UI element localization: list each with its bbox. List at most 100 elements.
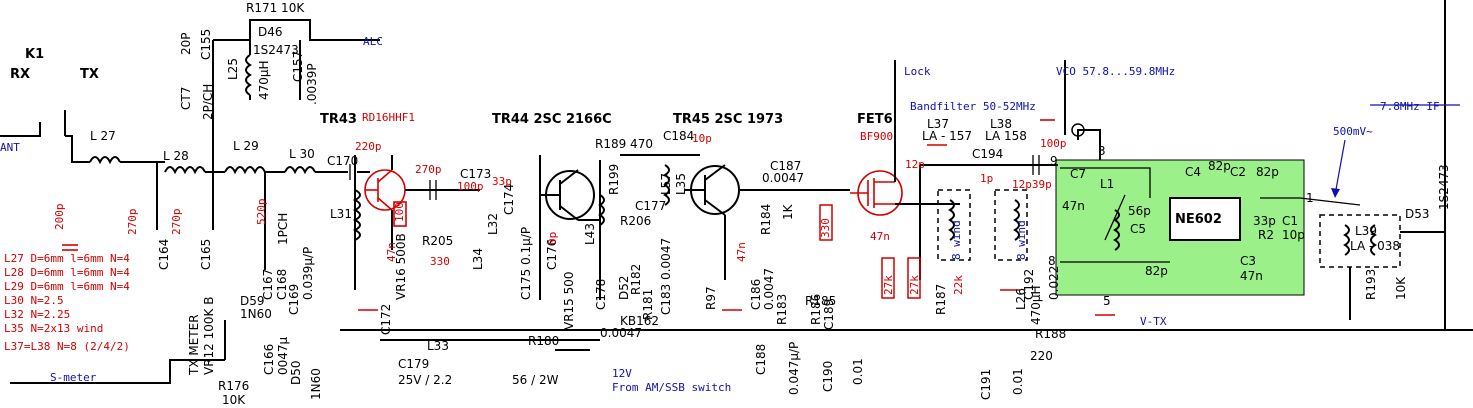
ic-label: NE602 — [1175, 212, 1222, 227]
l26-label: L26 — [1014, 288, 1028, 310]
red-value: 22k — [952, 275, 965, 295]
r199-label: R199 — [607, 164, 621, 195]
c186-label: C186 — [749, 279, 763, 310]
red-value: 330 — [819, 218, 832, 238]
r182-label: R182 — [629, 264, 643, 295]
red-value: 330 — [430, 255, 450, 268]
c169-val-label: 0.039μ/P — [301, 247, 315, 300]
pin9-label: 9 — [1050, 154, 1058, 168]
v12-from-label: From AM/SSB switch — [612, 381, 731, 394]
r97-label: R97 — [704, 286, 718, 310]
fet6-label: FET6 — [857, 112, 893, 127]
c3-label: C3 — [1240, 254, 1256, 268]
c179-label: C179 — [398, 357, 429, 371]
tx-label: TX — [80, 67, 99, 82]
coil-note: L32 N=2.25 — [4, 308, 70, 321]
c168-label: C168 — [275, 269, 289, 300]
c168-val-label: 1PCH — [276, 213, 290, 245]
r193-val-label: 10K — [1394, 276, 1408, 300]
d50-label: D50 — [289, 360, 303, 385]
r2-label: R2 — [1258, 228, 1274, 242]
vr16-label: VR16 500B — [394, 233, 408, 300]
c189-label: C189 — [822, 299, 836, 330]
r205-label: R205 — [422, 234, 453, 248]
c187-label: C187 — [770, 159, 801, 173]
relay-label: K1 — [25, 47, 44, 62]
tr43-label: TR43 — [320, 112, 357, 127]
d46-part-label: 1S2473 — [253, 43, 299, 57]
l27-label: L 27 — [90, 129, 116, 143]
red-value: 270p — [126, 209, 139, 236]
bandfilter-l38 — [994, 189, 1028, 261]
coil-note: L37=L38 N=8 (2/4/2) — [4, 340, 130, 353]
red-value: 10p — [692, 132, 712, 145]
c192-val-label: 0.022 — [1047, 266, 1061, 300]
l39-label: L39 — [1355, 224, 1377, 238]
r184-label: R184 — [759, 204, 773, 235]
c166-val-label: 0047μ — [276, 336, 290, 375]
c155-label: C155 — [199, 29, 213, 60]
if-level-arrow — [1334, 139, 1346, 196]
r181-label: R181 — [641, 289, 655, 320]
l43-label: L43 — [583, 223, 597, 245]
r188-label: R188 — [1035, 327, 1066, 341]
red-value: 100p — [457, 180, 484, 193]
tr43-sub-label: RD16HHF1 — [362, 111, 415, 124]
c7-label: C7 — [1070, 167, 1086, 181]
rx-label: RX — [10, 67, 30, 82]
c4-label: C4 — [1185, 165, 1201, 179]
red-value: 12p39p — [1012, 178, 1052, 191]
v12-label: 12V — [612, 367, 632, 380]
l31-label: L31 — [330, 207, 352, 221]
c3-val-label: 47n — [1240, 269, 1263, 283]
l39-box — [1319, 214, 1401, 268]
l26-val-label: 470μH — [1029, 285, 1043, 325]
tr45-label: TR45 2SC 1973 — [673, 112, 783, 127]
red-value: 100 — [393, 202, 406, 222]
coil-note: L28 D=6mm l=6mm N=4 — [4, 266, 130, 279]
r206-label: R206 — [620, 214, 651, 228]
l57-l35-coil — [663, 164, 670, 206]
red-value: 12p — [905, 158, 925, 171]
d53-part-label: 1S2473 — [1437, 164, 1451, 210]
red-value: 270p — [170, 209, 183, 236]
c166-label: C166 — [262, 344, 276, 375]
l1-label: L1 — [1100, 177, 1114, 191]
l25-label: L25 — [226, 58, 240, 80]
c165-label: C165 — [199, 239, 213, 270]
l30-label: L 30 — [289, 147, 315, 161]
l43-coil — [598, 194, 605, 226]
r2-val-label: 33p — [1253, 214, 1276, 228]
l38-label: L38 — [990, 117, 1012, 131]
c157-val-label: .0039P — [305, 63, 319, 105]
l33-label: L33 — [427, 339, 449, 353]
bandfilter-l37 — [937, 189, 971, 261]
ne602-ic — [1169, 197, 1241, 241]
c191-label: C191 — [979, 369, 993, 400]
red-value: 47n — [735, 242, 748, 262]
c188-val-label: 0.047μ/P — [787, 342, 801, 395]
r189-label: R189 470 — [595, 137, 653, 151]
fet6-sub-label: BF900 — [860, 130, 893, 143]
r56-label: 56 / 2W — [512, 373, 559, 387]
c157-label: C157 — [291, 51, 305, 82]
tx-meter-label: TX METER — [187, 314, 201, 376]
c169-label: C169 — [287, 284, 301, 315]
ant-label: ANT — [0, 141, 20, 154]
red-value: 520p — [255, 199, 268, 226]
ct7-label: CT7 — [179, 87, 193, 110]
tr44-label: TR44 2SC 2166C — [492, 112, 612, 127]
r171-label: R171 10K — [246, 1, 305, 15]
red-value: 27k — [882, 275, 895, 295]
red-value: 270p — [415, 163, 442, 176]
c7-val-label: 47n — [1062, 199, 1085, 213]
d50-part-label: 1N60 — [309, 368, 323, 400]
c2-val-label: 82p — [1256, 165, 1279, 179]
d59-part-label: 1N60 — [240, 307, 272, 321]
l28-label: L 28 — [163, 149, 189, 163]
ct7-val-label: 2P/CH — [201, 84, 215, 120]
c5-val-label: 56p — [1128, 204, 1151, 218]
fet6-transistor — [850, 170, 903, 216]
